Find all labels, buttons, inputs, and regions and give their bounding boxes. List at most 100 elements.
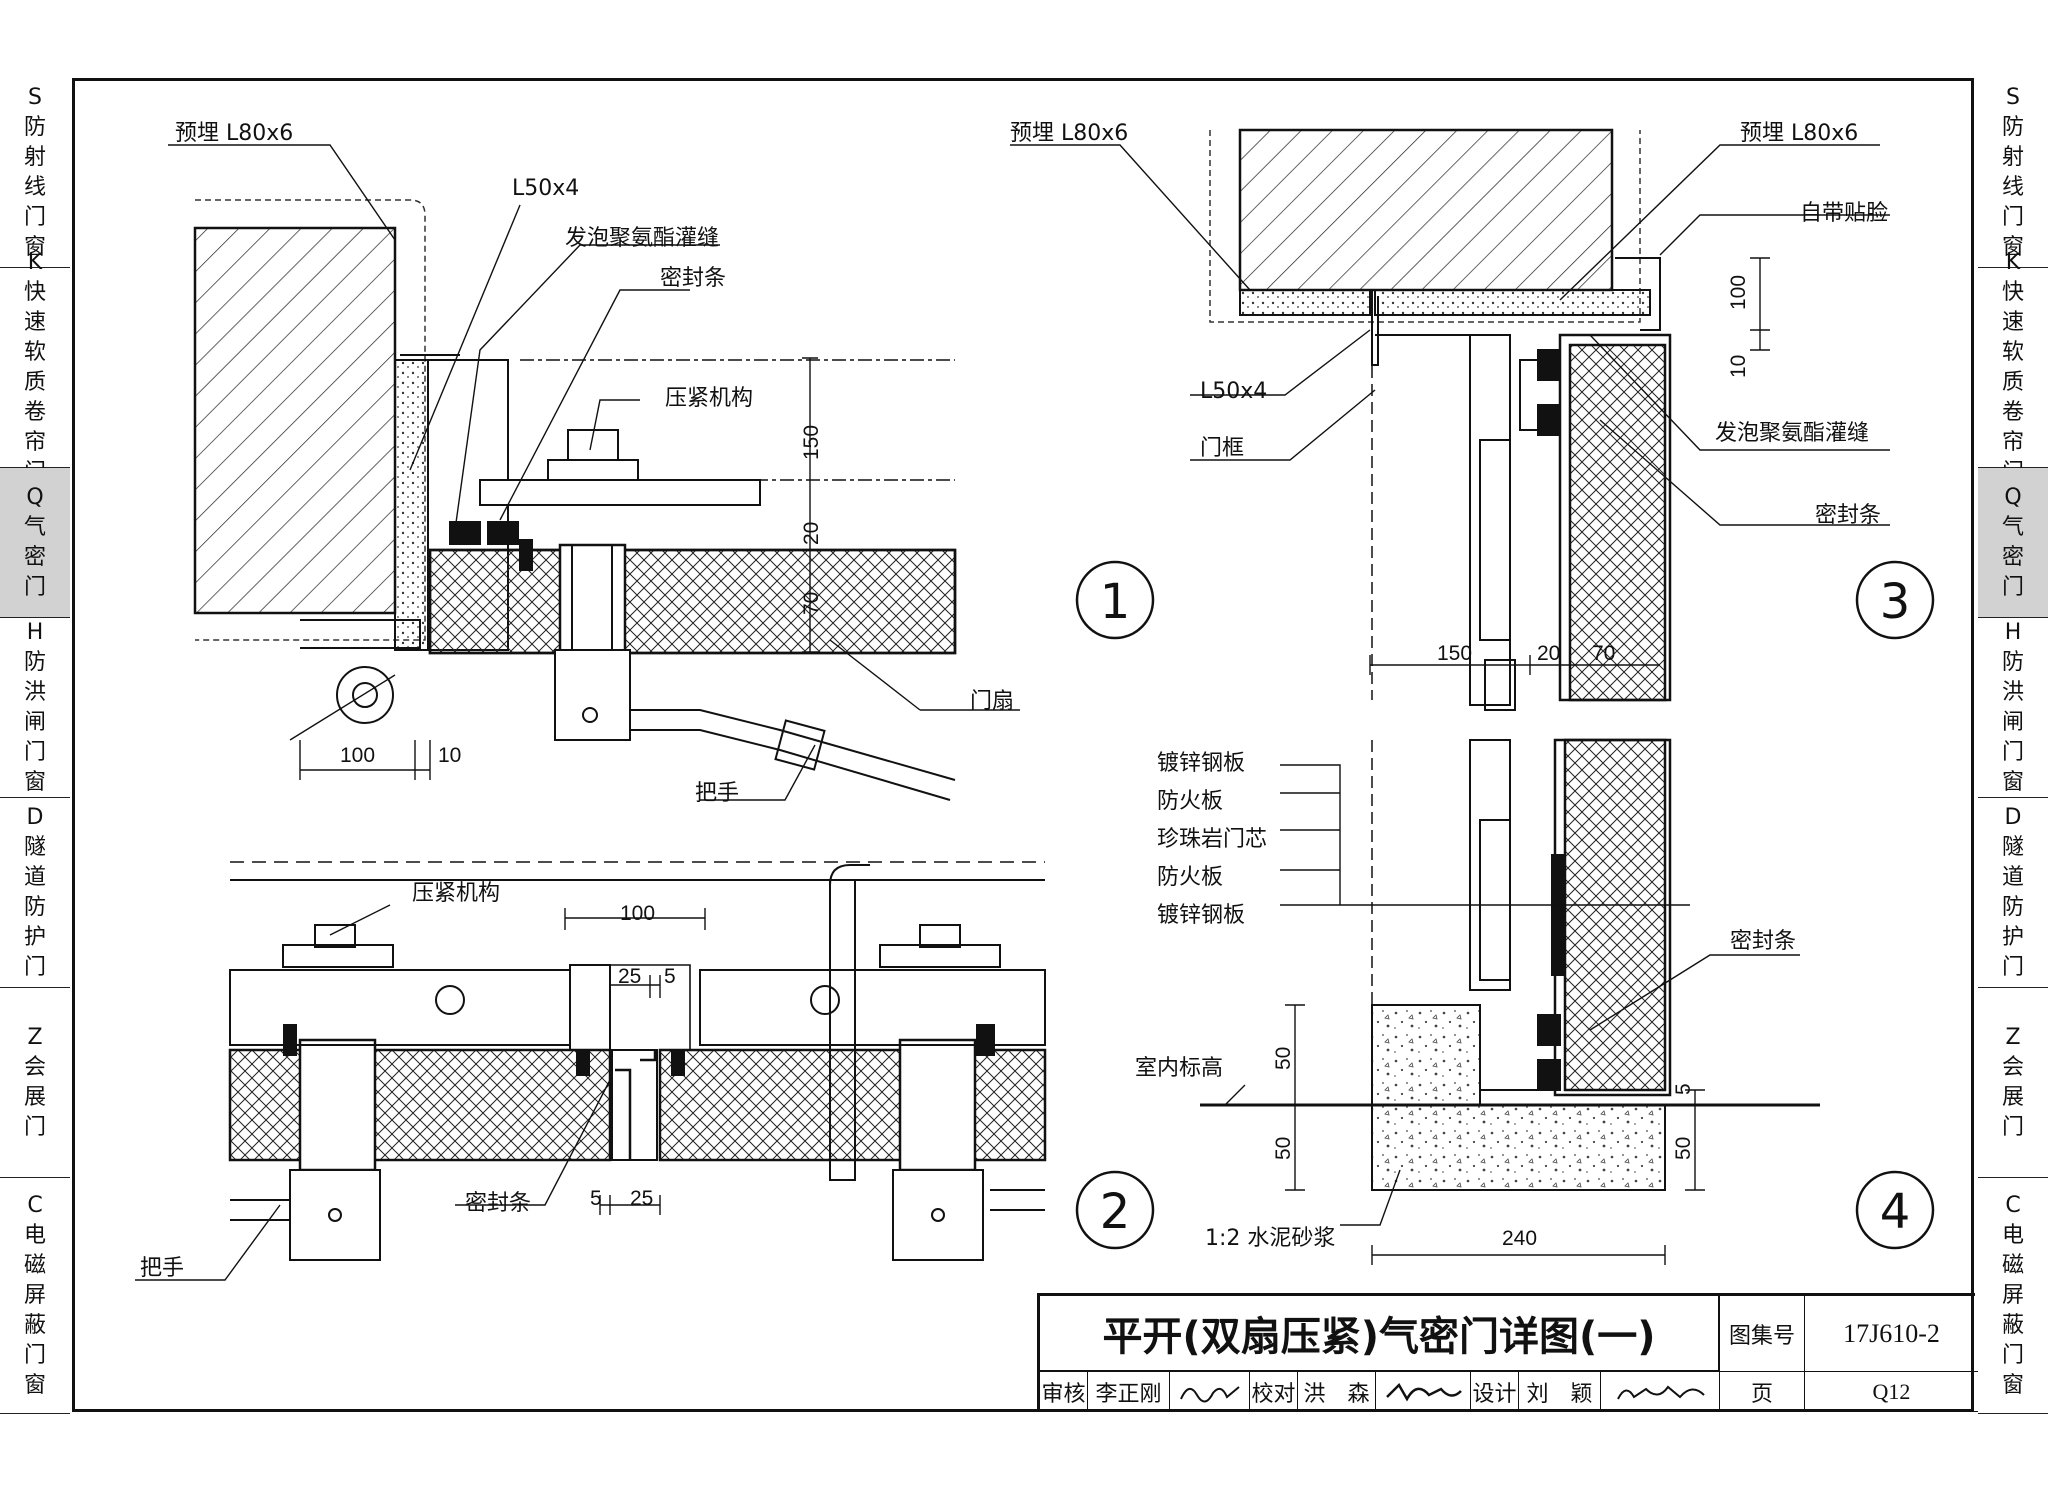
d4-dim-50a: 50 <box>1272 1047 1295 1070</box>
side-tab-char: 线 <box>2001 174 2024 200</box>
side-tab-char: 洪 <box>2001 679 2024 705</box>
side-tab-char: 射 <box>2001 144 2024 170</box>
d4-label-mortar: 1:2 水泥砂浆 <box>1205 1226 1335 1251</box>
side-tab-char: 快 <box>2001 279 2024 305</box>
side-tab-char: 门 <box>2001 204 2024 230</box>
side-tab-char: 质 <box>23 369 46 395</box>
detail-2 <box>228 861 1047 1261</box>
d2-dim-25a: 25 <box>618 965 641 988</box>
side-tab-char: 窗 <box>2001 769 2024 795</box>
side-tab-char: 密 <box>23 544 46 570</box>
d4-layer-5: 镀锌钢板 <box>1157 903 1245 928</box>
d3-label-foam: 发泡聚氨酯灌缝 <box>1715 421 1869 446</box>
side-tab-char: 气 <box>2001 514 2024 540</box>
side-tab-char: 电 <box>2001 1222 2024 1248</box>
d1-label-foam: 发泡聚氨酯灌缝 <box>565 226 719 251</box>
design-signature <box>1601 1372 1720 1412</box>
d3-dim-70: 70 <box>1592 642 1615 665</box>
d2-dim-100: 100 <box>620 902 655 925</box>
side-tab-char: 防 <box>23 114 46 140</box>
detail-marker-1-num: 1 <box>1100 574 1131 630</box>
d4-layer-1: 镀锌钢板 <box>1157 751 1245 776</box>
leader-lines <box>135 144 1890 1281</box>
check-name: 洪 森 <box>1298 1372 1376 1412</box>
side-tab-char: 门 <box>2001 574 2024 600</box>
side-tab-char: 密 <box>2001 544 2024 570</box>
side-tab-char: 帘 <box>2001 429 2024 455</box>
detail-marker-3-num: 3 <box>1880 574 1911 630</box>
side-tab-code: H <box>26 619 44 645</box>
d4-dim-50c: 50 <box>1672 1137 1695 1160</box>
side-tab-char: 洪 <box>23 679 46 705</box>
detail-3 <box>1209 128 1672 1190</box>
side-tab-char: 窗 <box>23 1372 46 1398</box>
d1-dim-70: 70 <box>800 592 823 615</box>
side-tab-char: 线 <box>23 174 46 200</box>
d1-dim-10: 10 <box>438 744 461 767</box>
d4-layer-4: 防火板 <box>1157 865 1223 890</box>
side-tab-char: 门 <box>23 1342 46 1368</box>
side-tab-char: 窗 <box>23 769 46 795</box>
atlas-number: 17J610-2 <box>1805 1296 1978 1372</box>
d4-label-floor: 室内标高 <box>1135 1056 1223 1081</box>
d3-label-trim: 自带贴脸 <box>1800 201 1888 226</box>
d3-dim-100: 100 <box>1727 275 1750 310</box>
review-name: 李正刚 <box>1088 1372 1170 1412</box>
d4-dim-50b: 50 <box>1272 1137 1295 1160</box>
side-tab-char: 门 <box>23 574 46 600</box>
side-tab-char: 门 <box>2001 1114 2024 1140</box>
design-name: 刘 颖 <box>1519 1372 1601 1412</box>
side-tab-char: 防 <box>2001 114 2024 140</box>
d2-label-clamp: 压紧机构 <box>412 881 500 906</box>
right-index-tabs: S防射线门窗K快速软质卷帘门Q气密门H防洪闸门窗D隧道防护门Z会展门C电磁屏蔽门… <box>1978 78 2048 1414</box>
side-tab-char: 窗 <box>2001 234 2024 260</box>
d2-dim-5a: 5 <box>664 965 676 988</box>
side-tab-char: 会 <box>2001 1054 2024 1080</box>
side-tab-char: 门 <box>23 954 46 980</box>
side-tab-char: 门 <box>23 739 46 765</box>
side-tab-char: 磁 <box>23 1252 46 1278</box>
d3-label-frame: 门框 <box>1200 436 1244 461</box>
check-label: 校对 <box>1250 1372 1298 1412</box>
side-tab-char: 展 <box>2001 1084 2024 1110</box>
detail-1 <box>193 199 957 801</box>
side-tab-char: 道 <box>2001 864 2024 890</box>
side-tab-char: 门 <box>23 1114 46 1140</box>
d4-layer-3: 珍珠岩门芯 <box>1157 827 1267 852</box>
side-tab-char: 门 <box>23 204 46 230</box>
drawing-title: 平开(双扇压紧)气密门详图(一) <box>1040 1296 1720 1372</box>
d3-dim-150: 150 <box>1437 642 1472 665</box>
page-label: 页 <box>1720 1372 1805 1412</box>
side-tab-code: S <box>2006 84 2020 110</box>
side-tab-char: 隧 <box>2001 834 2024 860</box>
detail-markers <box>1075 560 1935 1250</box>
side-tab-char: 蔽 <box>23 1312 46 1338</box>
detail-marker-4-num: 4 <box>1880 1184 1911 1240</box>
d3-label-embed-right: 预埋 L80x6 <box>1740 121 1858 146</box>
side-tab-code: S <box>28 84 42 110</box>
side-tab-code: Z <box>27 1024 43 1050</box>
side-tab-char: 速 <box>23 309 46 335</box>
side-tab-char: 屏 <box>2001 1282 2024 1308</box>
d1-label-angle: L50x4 <box>512 176 579 201</box>
d4-dim-240: 240 <box>1502 1227 1537 1250</box>
side-tab-char: 门 <box>2001 739 2024 765</box>
detail-marker-2 <box>1075 1170 1155 1250</box>
check-signature <box>1376 1372 1471 1412</box>
detail-marker-3 <box>1855 560 1935 640</box>
d2-dim-25b: 25 <box>630 1187 653 1210</box>
page-number: Q12 <box>1805 1372 1978 1412</box>
